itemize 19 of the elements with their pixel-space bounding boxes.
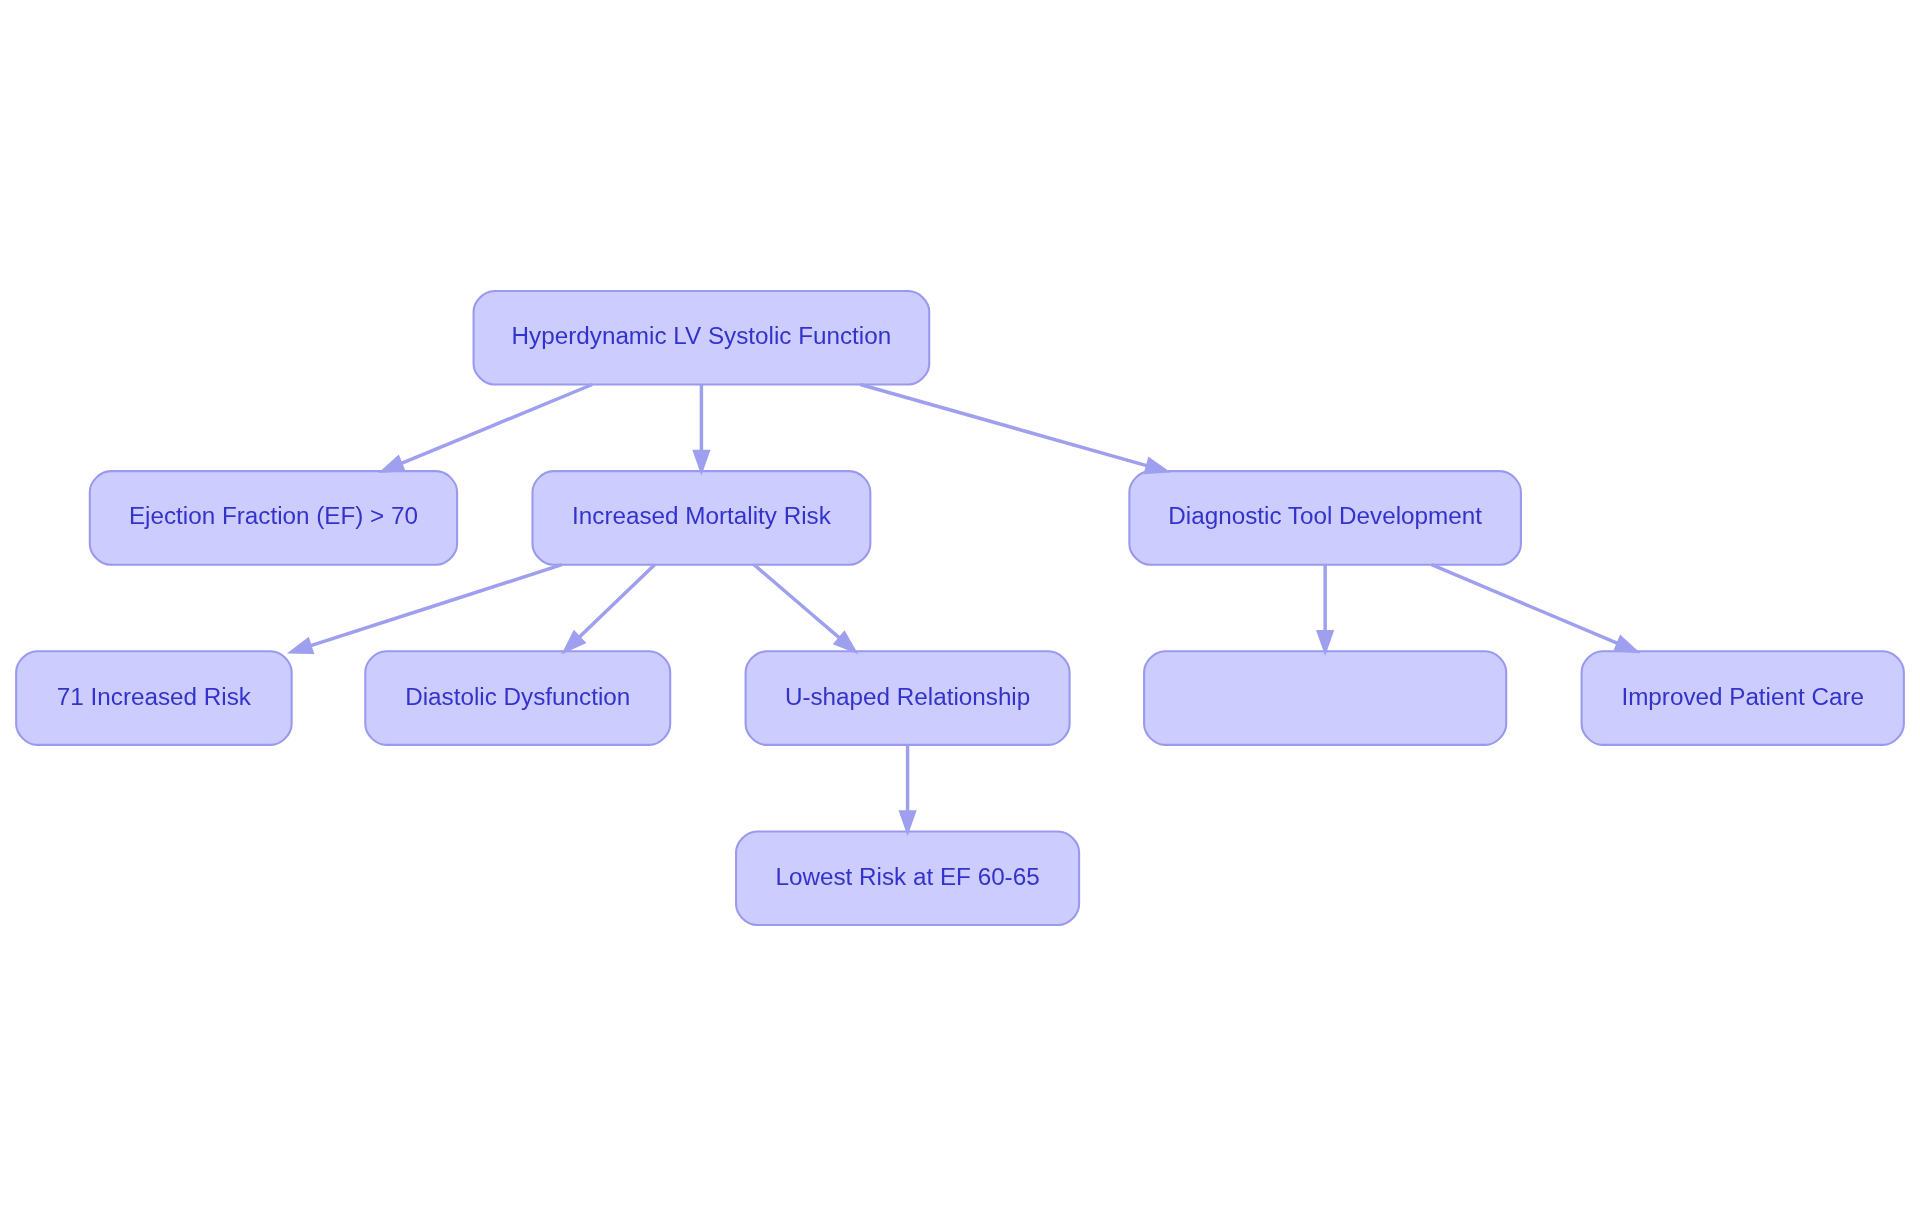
node-box: Diastolic Dysfunction xyxy=(364,649,672,746)
node-box: U-shaped Relationship xyxy=(744,649,1071,746)
arrow xyxy=(1430,562,1641,653)
node-box: 71 Increased Risk xyxy=(15,649,293,746)
node-box: Increased Mortality Risk xyxy=(531,469,872,566)
node-box: Ejection Fraction (EF) > 70 xyxy=(88,469,459,566)
arrow xyxy=(692,384,711,476)
node-box: Improved Patient Care xyxy=(1580,649,1905,746)
node-box: Lowest Risk at EF 60-65 xyxy=(735,829,1081,926)
arrow xyxy=(561,562,656,654)
node-box: Hyperdynamic LV Systolic Function xyxy=(472,289,931,386)
arrow xyxy=(378,382,593,473)
arrow xyxy=(898,744,917,836)
arrow xyxy=(859,382,1171,474)
node-box xyxy=(1143,649,1508,746)
arrow xyxy=(286,562,563,654)
node-box: Diagnostic Tool Development xyxy=(1128,469,1522,566)
arrow xyxy=(752,562,859,654)
arrow xyxy=(1316,564,1335,656)
